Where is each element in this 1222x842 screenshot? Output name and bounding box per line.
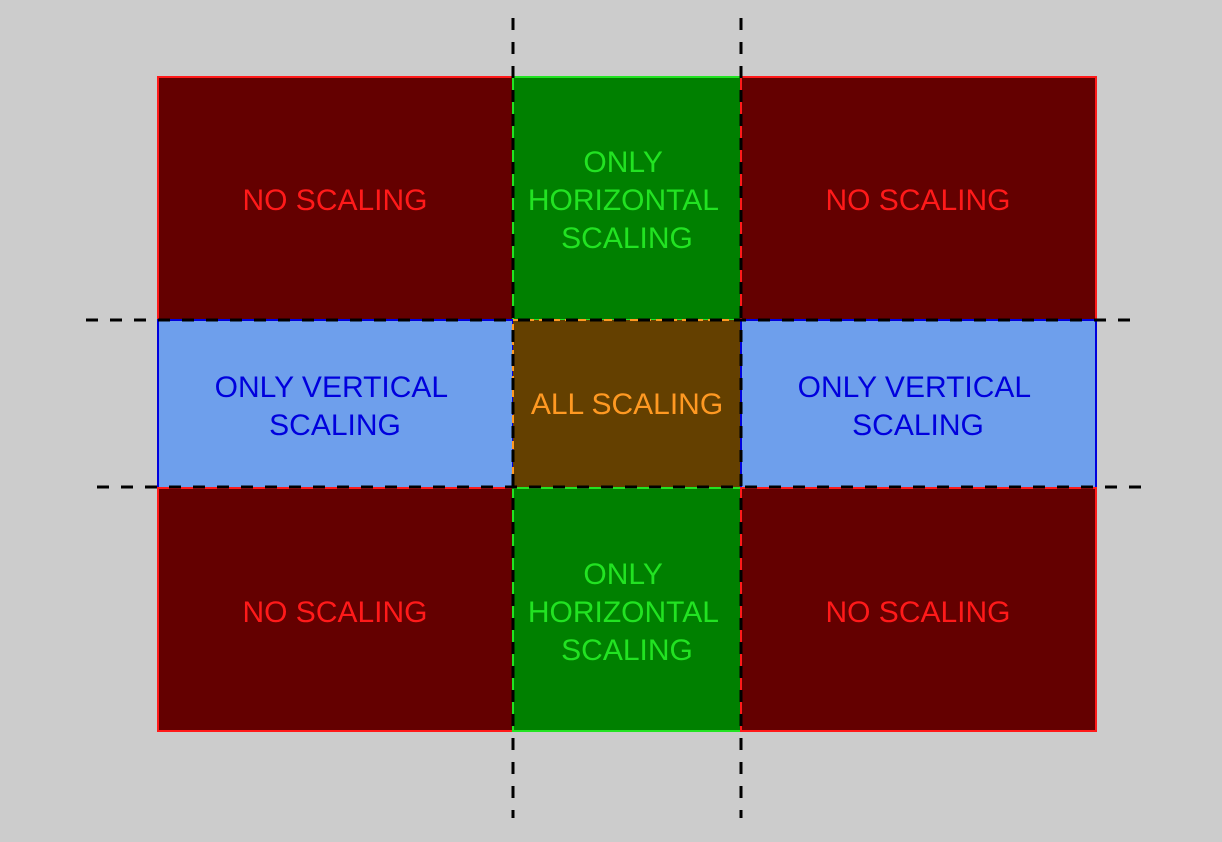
cell-middle-center [512, 319, 742, 489]
label-top-center: ONLY HORIZONTAL SCALING [528, 146, 726, 255]
label-line: SCALING [561, 634, 693, 667]
cell-bottom-right [740, 487, 1097, 732]
cell-top-center [512, 76, 742, 321]
label-middle-center: ALL SCALING [531, 388, 723, 421]
label-line: NO SCALING [825, 184, 1010, 217]
cell-top-left [157, 76, 514, 321]
label-line: ONLY VERTICAL [215, 371, 448, 404]
label-top-left: NO SCALING [242, 184, 427, 217]
label-line: HORIZONTAL [528, 596, 718, 629]
cell-middle-right [740, 319, 1097, 489]
label-line: ONLY VERTICAL [798, 371, 1031, 404]
label-line: SCALING [561, 222, 693, 255]
label-bottom-center: ONLY HORIZONTAL SCALING [528, 558, 726, 667]
label-line: NO SCALING [825, 596, 1010, 629]
label-line: ONLY [583, 558, 662, 591]
label-top-right: NO SCALING [825, 184, 1010, 217]
label-line: HORIZONTAL [528, 184, 718, 217]
label-line: ONLY [583, 146, 662, 179]
cell-bottom-left [157, 487, 514, 732]
label-bottom-right: NO SCALING [825, 596, 1010, 629]
cell-top-right [740, 76, 1097, 321]
label-line: NO SCALING [242, 184, 427, 217]
label-line: NO SCALING [242, 596, 427, 629]
cell-bottom-center [512, 487, 742, 732]
label-middle-left: ONLY VERTICAL SCALING [215, 371, 456, 442]
label-line: SCALING [269, 409, 401, 442]
cell-middle-left [157, 319, 514, 489]
label-line: ALL SCALING [531, 388, 723, 421]
label-line: SCALING [852, 409, 984, 442]
label-bottom-left: NO SCALING [242, 596, 427, 629]
label-middle-right: ONLY VERTICAL SCALING [798, 371, 1039, 442]
